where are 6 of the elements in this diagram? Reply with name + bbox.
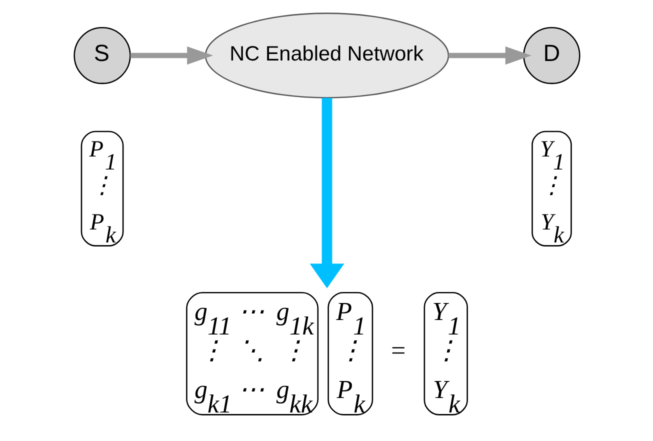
arrow [448,46,531,65]
arrow [309,98,344,288]
node-circle: S [73,26,130,84]
arrow [130,46,213,65]
node-circle: D [522,26,580,84]
node-ellipse: NC Enabled Network [204,12,449,98]
